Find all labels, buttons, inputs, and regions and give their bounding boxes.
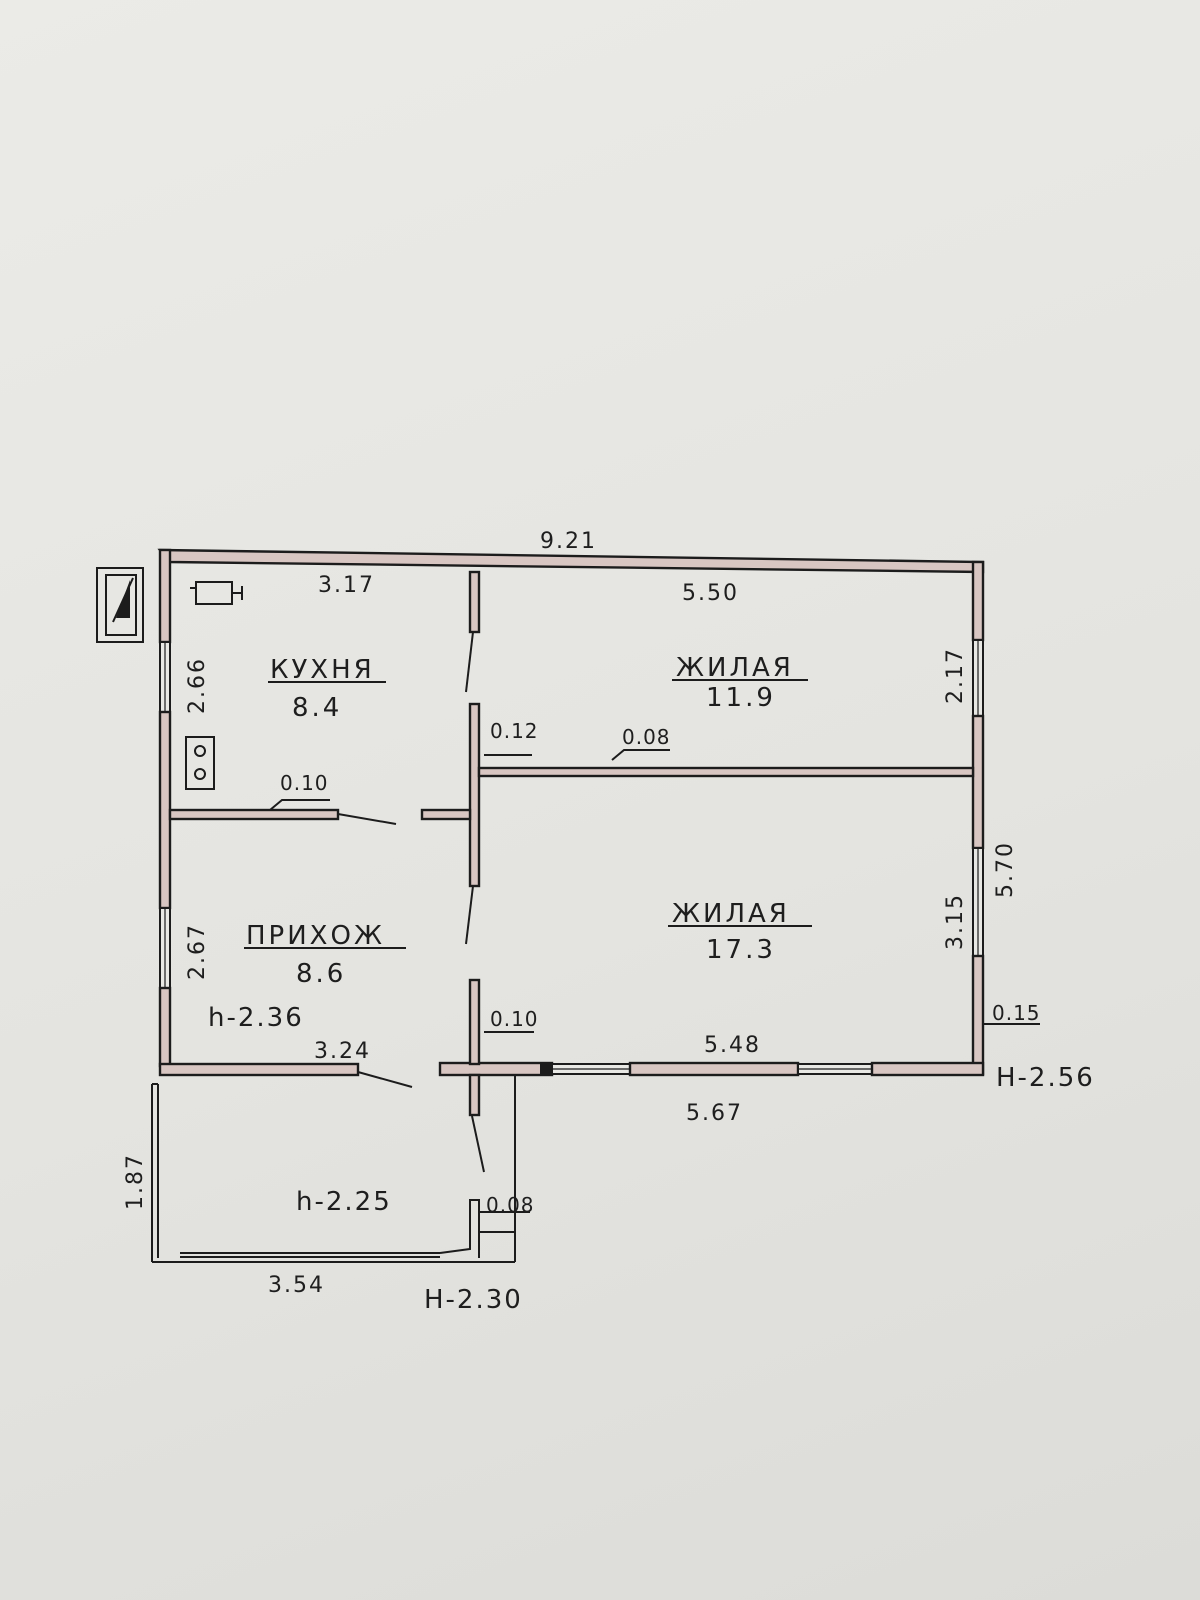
wall-right-top — [971, 560, 985, 642]
stove-icon — [185, 736, 215, 790]
wall-bottom-right-a — [438, 1061, 554, 1077]
dim-living-bottom-width: 5.48 — [704, 1033, 761, 1058]
dim-hall-height: 2.67 — [185, 923, 210, 980]
wall-left-upper — [158, 548, 172, 644]
height-house: H-2.56 — [996, 1063, 1095, 1093]
dim-wall-010-hall: 0.10 — [490, 1007, 539, 1031]
wall-inner-v-porch — [468, 1073, 481, 1117]
room-name-kitchen: КУХНЯ — [270, 655, 375, 685]
room-name-living-bottom: ЖИЛАЯ — [672, 899, 790, 929]
wall-bottom-right-c — [870, 1061, 985, 1077]
room-area-living-top: 11.9 — [706, 683, 776, 713]
wall-bottom-right-b — [628, 1061, 800, 1077]
dim-kitchen-height: 2.66 — [185, 657, 210, 714]
dim-wall-008-top: 0.08 — [622, 725, 671, 749]
wall-left-lower — [158, 986, 172, 1068]
wall-living-partition — [477, 766, 975, 778]
room-area-hall: 8.6 — [296, 959, 346, 989]
room-area-kitchen: 8.4 — [292, 693, 342, 723]
dim-outer-bottom-right: 5.67 — [686, 1101, 743, 1126]
porch-glazing — [180, 1252, 440, 1258]
dim-right-total: 5.70 — [993, 841, 1018, 898]
wall-inner-v-mid — [468, 702, 481, 888]
dim-wall-015: 0.15 — [992, 1001, 1041, 1025]
height-hall: h-2.36 — [208, 1003, 304, 1033]
dim-kitchen-top: 3.17 — [318, 573, 375, 598]
window-bottom-2 — [797, 1063, 873, 1075]
room-area-living-bottom: 17.3 — [706, 935, 776, 965]
wall-hall-stub — [420, 808, 472, 821]
wall-right-lower — [971, 954, 985, 1076]
wall-inner-v-low — [468, 978, 481, 1066]
dim-hall-bottom: 3.24 — [314, 1039, 371, 1064]
window-bottom-1 — [551, 1063, 631, 1075]
room-name-hall: ПРИХОЖ — [246, 921, 385, 951]
dim-porch-width: 3.54 — [268, 1273, 325, 1298]
dim-living-top-height: 2.17 — [943, 647, 968, 704]
room-name-living-top: ЖИЛАЯ — [676, 653, 794, 683]
dim-wall-012: 0.12 — [490, 719, 539, 743]
wall-post — [540, 1063, 552, 1075]
dim-porch-height: 1.87 — [123, 1153, 148, 1210]
window-left-lower — [159, 907, 171, 989]
height-porch-outer: H-2.30 — [424, 1285, 523, 1315]
wall-bottom-hall — [158, 1062, 360, 1077]
wall-inner-v-top — [468, 570, 481, 634]
sink-icon — [190, 581, 243, 605]
dim-total-width: 9.21 — [540, 529, 597, 554]
wall-right-mid — [971, 714, 985, 850]
dim-wall-010-kitchen: 0.10 — [280, 771, 329, 795]
dim-living-bottom-height: 3.15 — [943, 893, 968, 950]
wall-kitchen-hall — [168, 808, 340, 821]
compass-icon — [96, 567, 144, 643]
wall-left-mid — [158, 710, 172, 910]
window-left-upper — [159, 641, 171, 713]
height-porch: h-2.25 — [296, 1187, 392, 1217]
dim-living-top-width: 5.50 — [682, 581, 739, 606]
window-right-lower — [972, 847, 984, 957]
dim-wall-008-porch: 0.08 — [486, 1193, 535, 1217]
window-right-upper — [972, 639, 984, 717]
